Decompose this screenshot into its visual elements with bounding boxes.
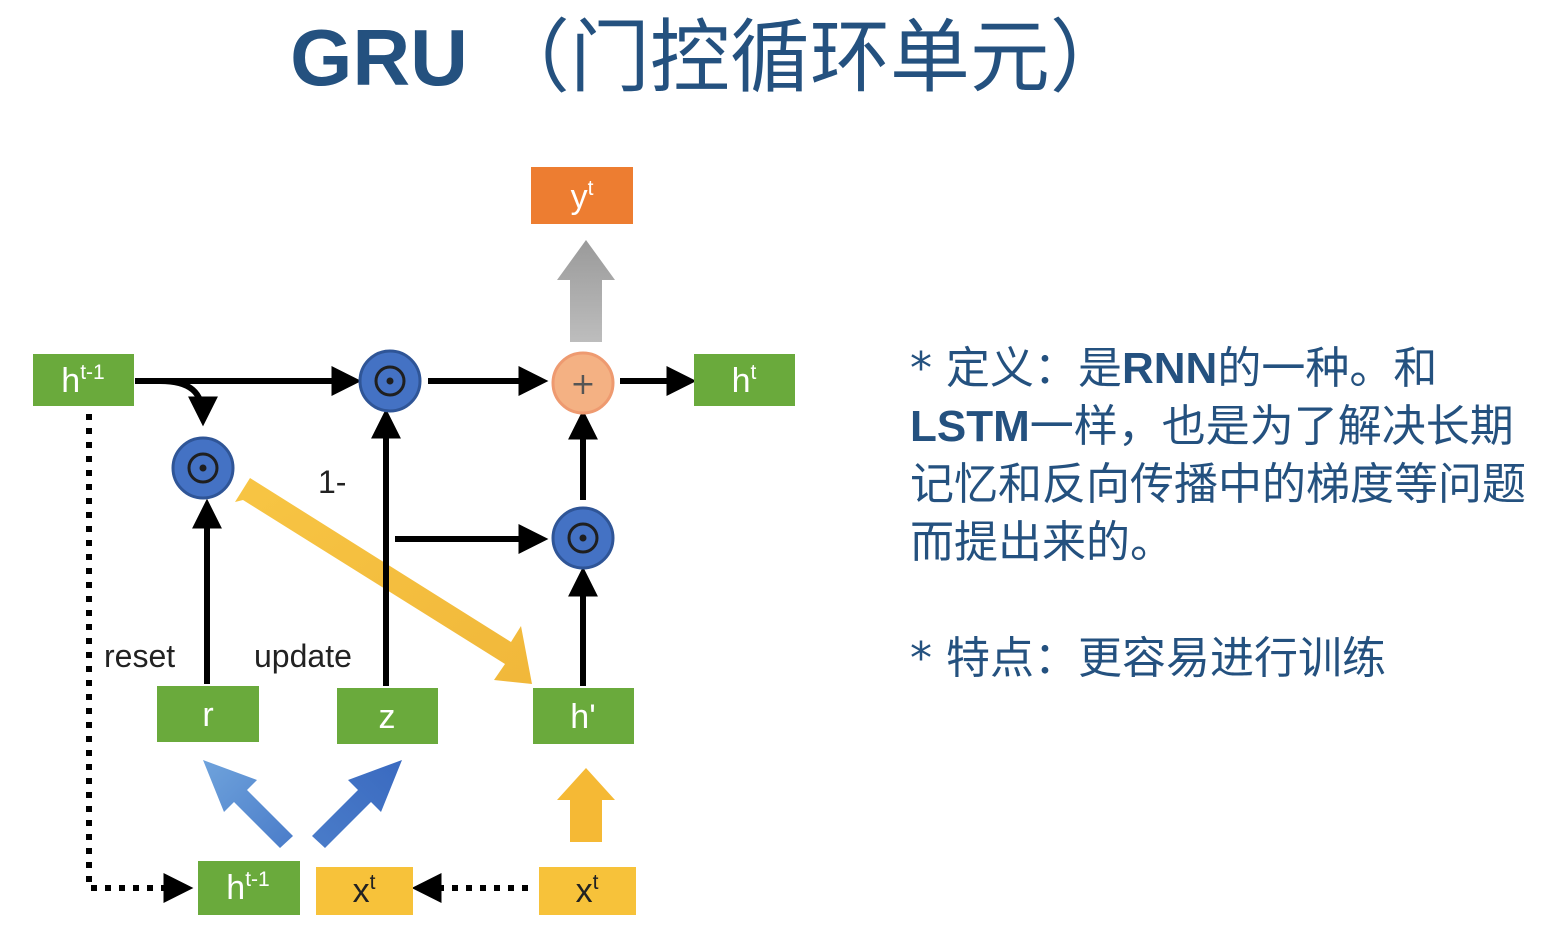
gru-diagram: + ht-1 yt ht r z h' ht-1 xt xt reset upd… xyxy=(33,167,795,915)
yellow-up-arrow xyxy=(557,768,615,842)
box-x-right: xt xyxy=(539,867,636,915)
svg-text:h': h' xyxy=(570,698,595,736)
svg-text:xt: xt xyxy=(353,871,376,910)
blue-arrow-to-r xyxy=(203,760,293,848)
note-feature: * 特点：更容易进行训练 xyxy=(910,633,1386,684)
svg-text:xt: xt xyxy=(576,871,599,910)
box-h-prev-bottom: ht-1 xyxy=(198,861,300,915)
svg-text:ht-1: ht-1 xyxy=(61,361,104,400)
box-h-prev-top: ht-1 xyxy=(33,354,134,406)
svg-text:r: r xyxy=(202,696,213,734)
box-h-candidate: h' xyxy=(533,688,634,744)
title-zh: （门控循环单元） xyxy=(489,11,1130,104)
box-y-output: yt xyxy=(531,167,633,224)
blue-arrow-to-z xyxy=(312,760,402,848)
arrow-hprev-to-reset-mult xyxy=(159,378,218,427)
multiply-node-reset xyxy=(171,436,235,500)
label-update: update xyxy=(254,638,352,674)
dotted-hprev-down xyxy=(86,414,194,903)
box-z: z xyxy=(337,688,438,744)
box-x-mid: xt xyxy=(316,867,413,915)
box-h-out: ht xyxy=(694,354,795,406)
page-title: GRU（门控循环单元） xyxy=(0,10,1420,106)
box-r: r xyxy=(157,686,259,742)
multiply-node-lower xyxy=(551,506,615,570)
title-en: GRU xyxy=(290,13,468,102)
svg-text:yt: yt xyxy=(571,177,594,216)
gray-up-arrow xyxy=(557,240,615,342)
svg-text:ht: ht xyxy=(732,361,757,400)
note-definition: * 定义：是RNN的一种。和LSTM一样，也是为了解决长期记忆和反向传播中的梯度… xyxy=(910,343,1526,568)
svg-text:z: z xyxy=(379,698,396,736)
label-reset: reset xyxy=(104,638,175,674)
add-node: + xyxy=(551,351,615,415)
add-symbol: + xyxy=(570,367,595,402)
label-one-minus: 1- xyxy=(318,464,346,500)
multiply-node-top xyxy=(358,349,422,413)
gru-notes: * 定义：是RNN的一种。和LSTM一样，也是为了解决长期记忆和反向传播中的梯度… xyxy=(910,340,1550,688)
svg-text:ht-1: ht-1 xyxy=(226,868,269,907)
